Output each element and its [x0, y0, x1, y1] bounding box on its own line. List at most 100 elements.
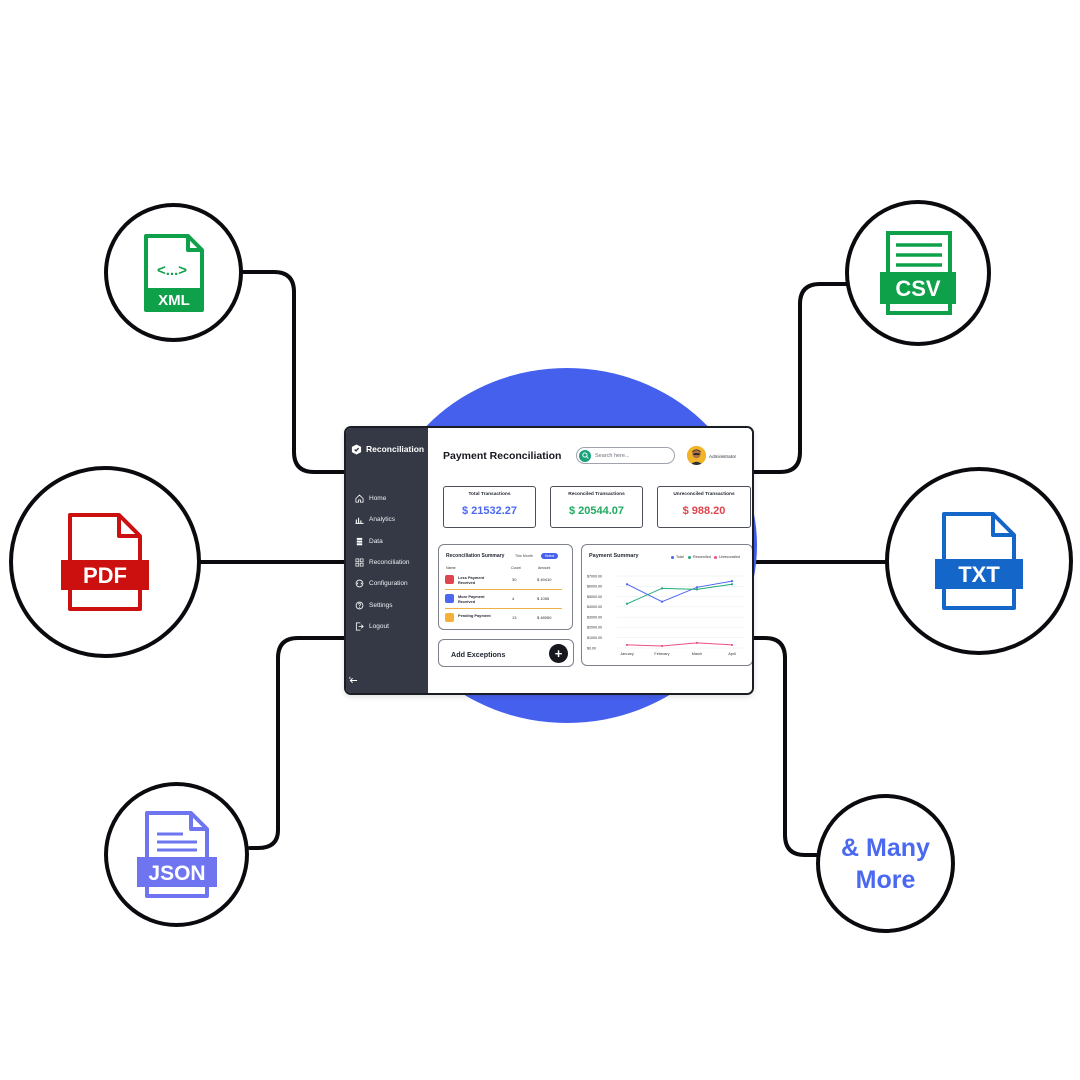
sidebar-item-logout[interactable]: Logout	[346, 616, 428, 637]
csv-format-badge: CSV	[845, 200, 991, 346]
stat-value: $ 988.20	[682, 505, 726, 517]
row-status-icon	[445, 613, 454, 622]
row-count: 13	[512, 615, 517, 620]
legend-dot	[671, 555, 674, 559]
add-exceptions-label: Add Exceptions	[451, 650, 506, 659]
stat-label: Reconciled Transactions	[568, 492, 625, 497]
csv-file-icon: CSV	[880, 231, 956, 315]
collapse-sidebar-icon[interactable]	[349, 676, 358, 685]
y-tick-label: $7000.00	[587, 574, 602, 578]
dashboard-window: Reconciliation Home Analytics Data Recon…	[344, 426, 754, 695]
json-file-icon: JSON	[136, 810, 217, 898]
txt-label: TXT	[958, 562, 1000, 587]
series-line-unreconciled	[626, 642, 733, 647]
series-line-total	[626, 580, 733, 603]
row-name: Pending Payment	[458, 613, 491, 618]
add-exception-button[interactable]: +	[549, 644, 568, 663]
sidebar-item-data[interactable]: Data	[346, 531, 428, 552]
reconciled-transactions-card[interactable]: Reconciled Transactions $ 20544.07	[550, 486, 643, 528]
stat-label: Unreconciled Transactions	[673, 492, 735, 497]
column-header: Count	[511, 566, 521, 570]
y-tick-label: $6000.00	[587, 585, 602, 589]
unreconciled-transactions-card[interactable]: Unreconciled Transactions $ 988.20	[657, 486, 751, 528]
data-point-total	[695, 586, 699, 589]
row-count: 30	[512, 577, 517, 582]
data-point-unreconciled	[625, 643, 629, 647]
stat-value: $ 20544.07	[568, 505, 625, 517]
y-tick-label: $2000.00	[587, 626, 602, 630]
row-count: 4	[512, 596, 515, 601]
many-more-text: & Many More	[841, 832, 930, 896]
brand[interactable]: Reconciliation	[346, 442, 428, 456]
legend-label: Total	[676, 555, 684, 559]
avatar[interactable]	[687, 446, 706, 465]
y-tick-label: $0.00	[587, 646, 596, 650]
table-row[interactable]: More Payment Received 4 $ 1055	[445, 590, 562, 609]
data-point-reconciled	[625, 602, 629, 605]
table-row[interactable]: Less Payment Received 30 $ 49410	[445, 571, 562, 590]
table-row[interactable]: Pending Payment 13 $ 48050	[445, 609, 562, 628]
stat-label: Total Transactions	[468, 492, 511, 497]
row-status-icon	[445, 575, 454, 584]
bar-chart-icon	[355, 518, 364, 525]
logo-icon	[351, 443, 362, 455]
sidebar-item-home[interactable]: Home	[346, 488, 428, 509]
data-point-reconciled	[660, 587, 664, 590]
data-point-unreconciled	[695, 641, 699, 644]
period-toggle[interactable]: Select	[541, 553, 558, 559]
sidebar-item-reconciliation[interactable]: Reconciliation	[346, 552, 428, 573]
pdf-file-icon: PDF	[61, 513, 149, 611]
legend-dot	[714, 555, 717, 559]
search-icon	[581, 452, 589, 459]
search-input[interactable]	[595, 452, 673, 459]
xml-label: XML	[158, 292, 190, 309]
json-format-badge: JSON	[104, 782, 249, 927]
stat-value: $ 21532.27	[461, 505, 518, 517]
logout-icon	[355, 622, 364, 631]
main-content: Payment Reconciliation Administrator Tot…	[428, 428, 752, 693]
data-point-unreconciled	[660, 644, 664, 648]
column-header: Amount	[538, 566, 551, 570]
chart-title: Payment Summary	[589, 553, 639, 559]
row-amount: $ 48050	[537, 615, 552, 620]
sidebar-item-analytics[interactable]: Analytics	[346, 509, 428, 530]
json-label: JSON	[148, 862, 205, 885]
total-transactions-card[interactable]: Total Transactions $ 21532.27	[443, 486, 536, 528]
home-icon	[355, 494, 364, 503]
user-name: Administrator	[709, 454, 737, 459]
search-bar[interactable]	[576, 447, 675, 464]
legend-item: Unreconciled	[714, 555, 740, 559]
sidebar-item-label: Logout	[369, 622, 389, 630]
row-amount: $ 49410	[537, 577, 552, 582]
xml-glyph: <...>	[156, 262, 186, 279]
add-exceptions-card[interactable]: Add Exceptions +	[438, 639, 574, 667]
legend-label: Unreconciled	[719, 555, 740, 559]
data-point-reconciled	[730, 583, 734, 586]
reconciliation-summary-panel: Reconciliation Summary This Month Select…	[438, 544, 573, 630]
sidebar-nav: Home Analytics Data Reconciliation Confi…	[346, 488, 428, 637]
sidebar-item-label: Analytics	[369, 516, 396, 524]
many-more-badge: & Many More	[816, 794, 955, 933]
x-tick-label: January	[620, 652, 634, 656]
sidebar-item-configuration[interactable]: Configuration	[346, 573, 428, 594]
database-icon	[356, 537, 363, 546]
sidebar-item-settings[interactable]: Settings	[346, 594, 428, 615]
pdf-format-badge: PDF	[9, 466, 201, 658]
payment-summary-panel: Payment Summary Total Reconciled Unrecon…	[581, 544, 752, 666]
series-line-reconciled	[626, 583, 733, 605]
sidebar-item-label: Home	[369, 495, 387, 503]
search-button[interactable]	[579, 449, 591, 462]
column-header: Name	[446, 566, 456, 570]
many-more-line1: & Many	[841, 833, 930, 862]
legend-item: Reconciled	[688, 555, 711, 559]
data-point-total	[625, 583, 629, 586]
xml-format-badge: <...> XML	[104, 203, 243, 342]
row-name: Less Payment Received	[458, 575, 485, 585]
help-circle-icon	[355, 601, 364, 609]
data-point-total	[730, 580, 734, 583]
legend-dot	[688, 555, 691, 559]
csv-label: CSV	[895, 276, 941, 301]
data-point-reconciled	[695, 588, 699, 591]
config-icon	[355, 580, 364, 588]
